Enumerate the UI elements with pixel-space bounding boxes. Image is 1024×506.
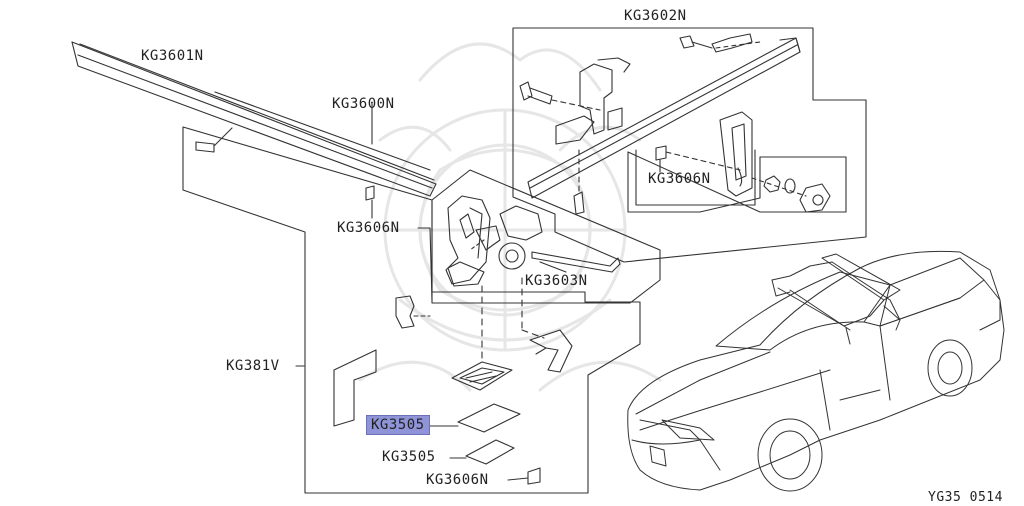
crossbar-hardware (519, 33, 831, 215)
lower-parts (195, 103, 661, 485)
callout-kg3600n[interactable]: KG3600N (332, 96, 395, 112)
callout-kg3606n-top[interactable]: KG3606N (648, 171, 711, 187)
callout-kg3505-highlighted[interactable]: KG3505 (366, 415, 430, 435)
cross-bar (527, 37, 801, 199)
outline-bracket-box-inner (635, 149, 756, 206)
callout-kg381v[interactable]: KG381V (226, 358, 280, 374)
roof-rail (71, 41, 437, 197)
diagram-footer-code: YG35 0514 (928, 490, 1003, 505)
outline-kg3602n-group (512, 27, 867, 263)
car-illustration (627, 250, 1005, 492)
callout-kg3606n-bottom[interactable]: KG3606N (426, 472, 489, 488)
callout-kg3603n[interactable]: KG3603N (525, 273, 588, 289)
callout-kg3602n[interactable]: KG3602N (624, 8, 687, 24)
outline-kg3603n-group (431, 169, 661, 304)
outline-bracket-box (627, 151, 847, 213)
watermark-emblem (358, 42, 662, 392)
callout-kg3606n-left[interactable]: KG3606N (337, 220, 400, 236)
callout-kg3601n[interactable]: KG3601N (141, 48, 204, 64)
center-mechanism (417, 195, 621, 301)
callout-kg3505[interactable]: KG3505 (382, 449, 436, 465)
